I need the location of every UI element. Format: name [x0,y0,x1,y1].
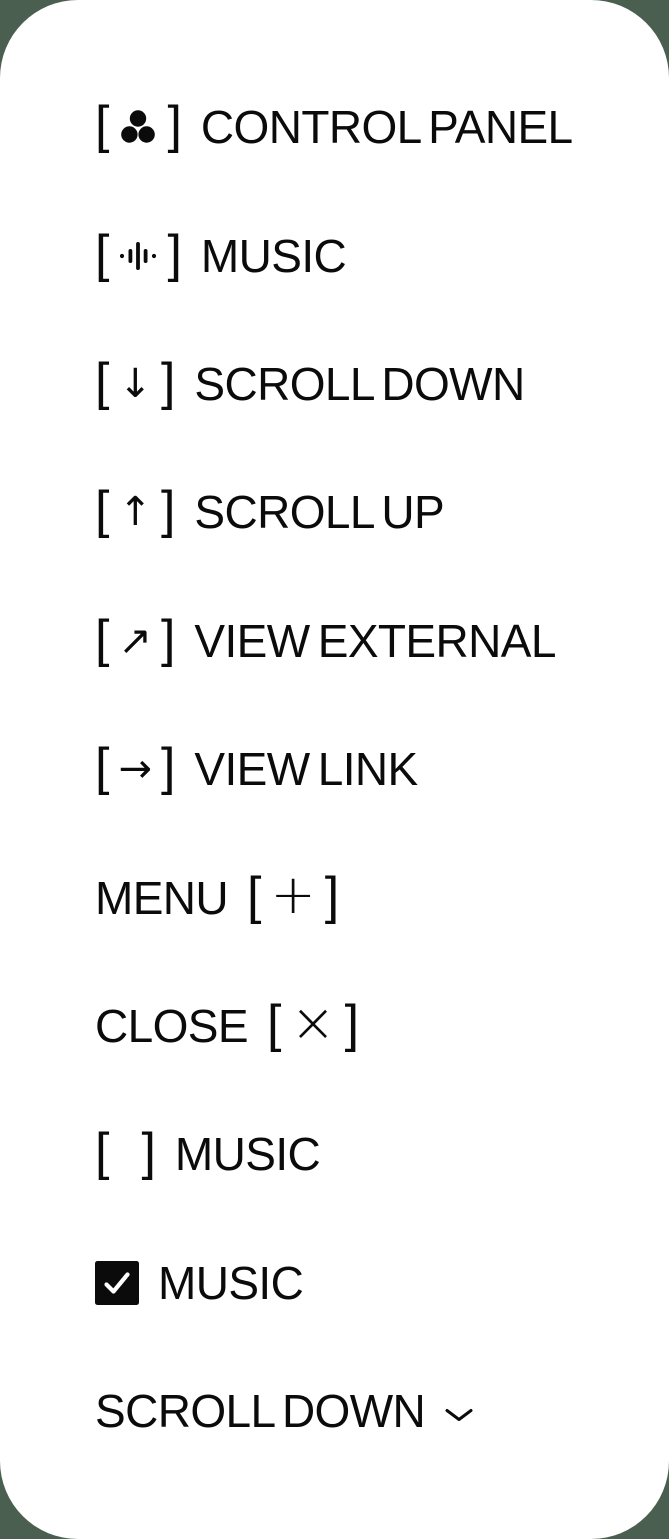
menu-item-close[interactable]: CLOSE [×] [95,962,649,1090]
bracket-right: ] [324,866,340,925]
menu-item-scroll-down-chevron[interactable]: SCROLL DOWN [95,1347,649,1475]
arrow-down-glyph: ↓ [118,360,152,407]
bracket-right: ] [344,994,360,1053]
bracket-right: ] [160,609,176,668]
plus-glyph: + [270,862,316,926]
menu-item-music-unchecked[interactable]: [] MUSIC [95,1090,649,1218]
menu-item-view-external[interactable]: [↗] VIEW EXTERNAL [95,577,649,705]
menu-item-scroll-down[interactable]: [↓] SCROLL DOWN [95,320,649,448]
arrow-right-glyph: → [118,746,152,793]
bracket-right: ] [160,352,176,411]
menu-item-control-panel[interactable]: [] CONTROL PANEL [95,63,649,191]
checkbox-checked-icon [95,1260,139,1305]
menu-item-menu[interactable]: MENU [+] [95,833,649,961]
bracketed-close-x-icon: [×] [266,990,360,1054]
arrow-down-icon: ↓ [118,364,152,404]
waveform-icon [118,234,158,278]
menu-item-label: CONTROL PANEL [200,101,573,154]
menu-item-label: MENU [95,871,229,924]
menu-item-label: MUSIC [200,229,347,282]
menu-item-label: VIEW LINK [194,743,418,796]
menu-list: []CONTROL PANEL[]MUSIC[↓]SCROLL DOWN[↑]S… [95,63,649,1475]
menu-item-label: SCROLL DOWN [194,357,525,410]
bracket-left: [ [95,352,110,411]
bracket-left: [ [95,224,110,283]
bracketed-arrow-right-icon: [→] [95,738,176,797]
bracketed-waveform-icon: [] [95,224,182,283]
bracket-left: [ [95,609,110,668]
menu-item-music-checked[interactable]: MUSIC [95,1219,649,1347]
bracketed-plus-icon: [+] [247,862,340,926]
bracket-left: [ [95,96,110,155]
arrow-up-icon: ↑ [118,492,152,532]
bracket-right: ] [160,738,176,797]
menu-item-view-link[interactable]: [→] VIEW LINK [95,705,649,833]
bracketed-arrow-down-icon: [↓] [95,352,176,411]
menu-item-label: SCROLL DOWN [95,1385,426,1438]
menu-item-label: MUSIC [174,1128,321,1181]
bracket-right: ] [167,224,182,283]
bracket-left: [ [266,994,282,1053]
bracketed-asterism-dots-icon: [] [95,96,182,155]
asterism-dots-icon [118,107,158,147]
menu-item-music[interactable]: [] MUSIC [95,191,649,319]
bracketed-arrow-up-right-icon: [↗] [95,609,176,668]
bracket-left: [ [247,866,262,925]
chevron-down-icon [444,1407,474,1423]
bracket-left: [ [95,481,110,540]
menu-item-label: MUSIC [158,1256,304,1309]
arrow-up-glyph: ↑ [118,489,152,536]
bracket-right: ] [160,481,176,540]
arrow-right-icon: → [118,749,152,789]
bracketed-empty-icon: [] [95,1123,156,1182]
menu-item-label: CLOSE [95,999,249,1052]
close-x-icon: × [290,990,336,1054]
plus-icon: + [270,862,316,926]
bracketed-arrow-up-icon: [↑] [95,481,176,540]
bracket-left: [ [95,738,110,797]
bracket-right: ] [167,96,182,155]
menu-item-label: SCROLL UP [194,486,445,539]
bracket-right: ] [141,1123,156,1182]
menu-item-scroll-up[interactable]: [↑] SCROLL UP [95,448,649,576]
close-x-glyph: × [290,990,336,1054]
bracket-left: [ [95,1123,110,1182]
arrow-up-right-icon: ↗ [118,621,152,661]
menu-item-label: VIEW EXTERNAL [194,614,556,667]
arrow-up-right-glyph: ↗ [118,617,152,664]
